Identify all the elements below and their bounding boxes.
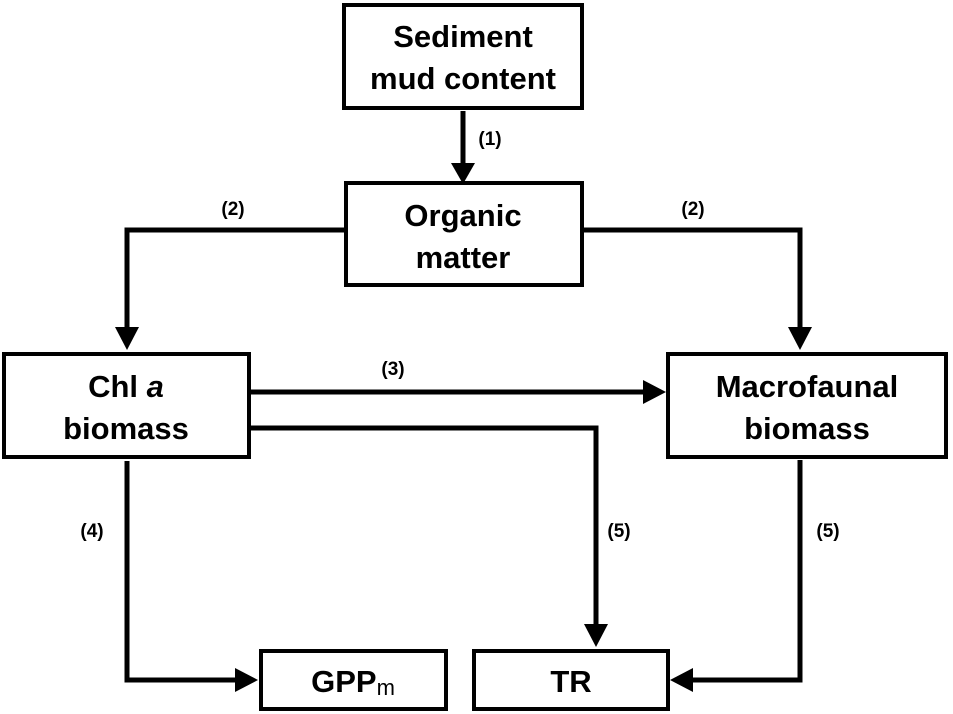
node-macro-line2: biomass (744, 411, 870, 446)
node-gpp-label: GPPm (311, 664, 395, 700)
node-chl-line1: Chl a (88, 369, 164, 404)
node-sediment-line2: mud content (370, 61, 556, 96)
node-gpp-subscript: m (377, 675, 395, 700)
edge-organic-to-macro (583, 227, 812, 350)
edge-macro-to-tr (670, 460, 803, 692)
edge-label-2-left: (2) (221, 199, 244, 220)
node-chl-line1-part1: Chl (88, 369, 147, 404)
node-organic-line2: matter (416, 240, 511, 275)
node-gpp-main: GPP (311, 664, 376, 699)
edge-label-3: (3) (381, 359, 404, 380)
node-chl-line2: biomass (63, 411, 189, 446)
edge-chl-to-gpp (124, 461, 258, 692)
edge-label-4: (4) (80, 521, 103, 542)
edge-label-1: (1) (478, 129, 501, 150)
node-tr: TR (472, 649, 670, 711)
node-organic-line1: Organic (404, 198, 521, 233)
node-chl-line1-italic-a: a (147, 369, 164, 404)
edge-label-5-middle: (5) (607, 521, 630, 542)
node-gpp-m: GPPm (259, 649, 448, 711)
edge-sediment-to-organic (451, 111, 475, 184)
node-tr-label: TR (550, 664, 591, 699)
node-chl-a-biomass: Chl a biomass (2, 352, 251, 459)
node-sediment-mud-content: Sediment mud content (342, 3, 584, 110)
edge-organic-to-chl (115, 227, 344, 350)
node-macrofaunal-biomass: Macrofaunal biomass (666, 352, 948, 459)
node-organic-matter: Organic matter (344, 181, 584, 287)
node-sediment-line1: Sediment (393, 19, 533, 54)
edge-chl-to-macro (251, 380, 666, 404)
edge-label-5-right: (5) (816, 521, 839, 542)
edge-chl-to-tr (251, 425, 608, 647)
edge-label-2-right: (2) (681, 199, 704, 220)
node-macro-line1: Macrofaunal (716, 369, 899, 404)
